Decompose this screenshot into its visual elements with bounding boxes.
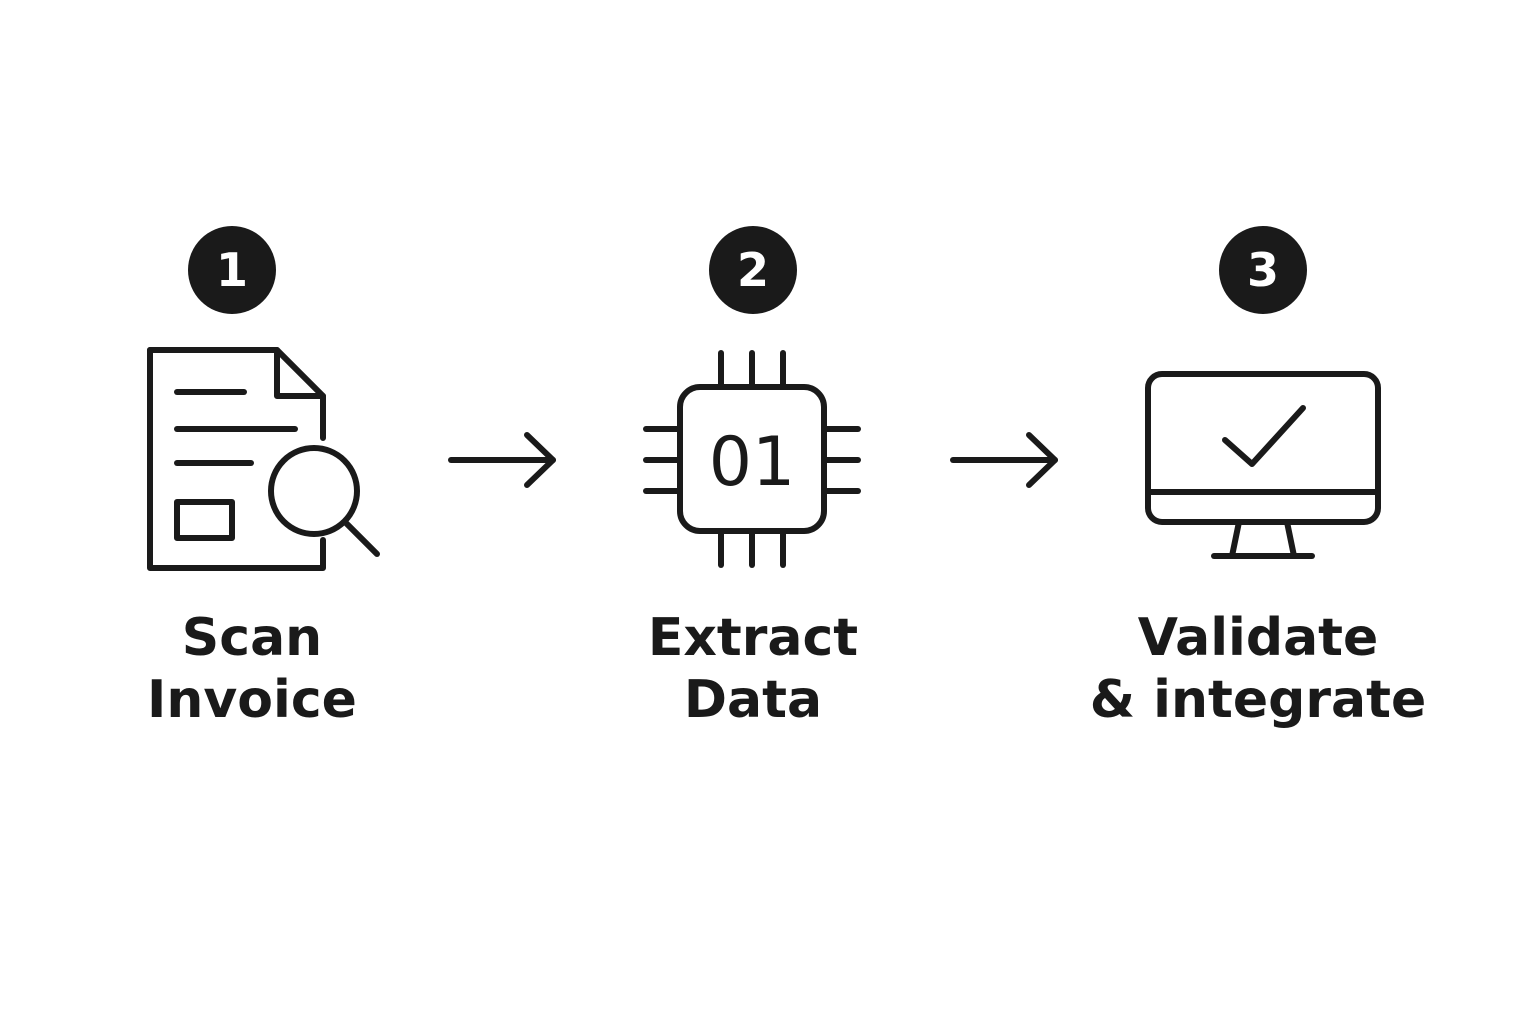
step-3-label: Validate & integrate	[1058, 607, 1458, 731]
step-2-badge: 2	[709, 226, 797, 314]
monitor-check-icon	[1145, 371, 1381, 559]
arrow-right-icon	[950, 432, 1058, 488]
step-2-label-line1: Extract	[647, 608, 859, 668]
arrow-right-icon	[448, 432, 556, 488]
step-1-label-line1: Scan	[181, 608, 323, 668]
chip-text: 01	[709, 423, 796, 502]
step-1-label: Scan Invoice	[52, 607, 452, 731]
step-2-label: Extract Data	[553, 607, 953, 731]
step-3-label-line1: Validate	[1137, 608, 1379, 668]
document-magnifier-icon	[147, 347, 380, 571]
step-2-label-line2: Data	[683, 670, 823, 730]
step-1-label-line2: Invoice	[147, 670, 357, 730]
step-3-label-line2: & integrate	[1089, 670, 1427, 730]
step-3-badge: 3	[1219, 226, 1307, 314]
chip-icon: 01	[643, 350, 861, 568]
step-1-badge: 1	[188, 226, 276, 314]
